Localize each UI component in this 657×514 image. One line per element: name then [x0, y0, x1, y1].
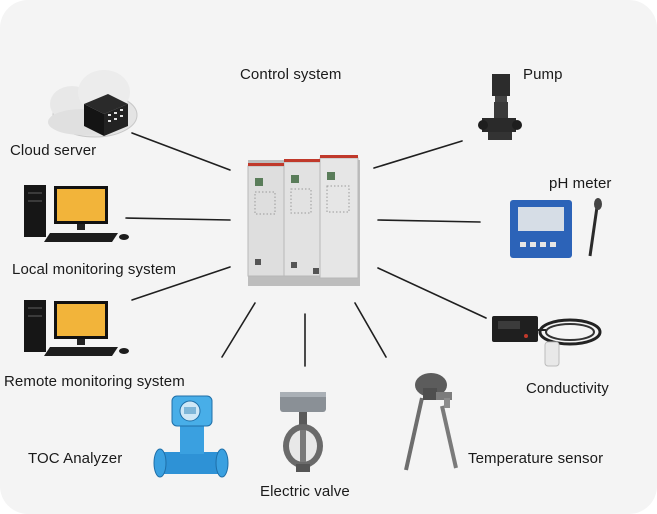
control-cabinet-icon [247, 155, 360, 286]
temperature-probe-icon [404, 373, 458, 471]
node-label-remote-monitoring: Remote monitoring system [4, 373, 185, 390]
node-label-cloud-server: Cloud server [10, 142, 97, 159]
connector-toc-analyzer [221, 302, 256, 358]
connector-conductivity [377, 267, 487, 319]
node-label-temperature-sensor: Temperature sensor [468, 450, 604, 467]
hub-label-control-system: Control system [240, 66, 342, 83]
conductivity-sensor-icon [492, 316, 602, 367]
desktop-computer-icon [24, 300, 129, 356]
node-label-electric-valve: Electric valve [260, 483, 350, 500]
connector-remote-monitoring [131, 266, 231, 301]
connector-local-monitoring [125, 217, 231, 221]
connector-pump [373, 140, 463, 169]
node-label-conductivity: Conductivity [526, 380, 609, 397]
connector-cloud-server [131, 132, 231, 171]
connector-ph-meter [377, 219, 481, 223]
node-label-toc-analyzer: TOC Analyzer [28, 450, 123, 467]
node-label-ph-meter: pH meter [549, 175, 612, 192]
cloud-server-icon [48, 70, 138, 138]
node-label-local-monitoring: Local monitoring system [12, 261, 177, 278]
butterfly-valve-icon [280, 392, 326, 472]
ph-meter-icon [510, 198, 602, 258]
vertical-pump-icon [478, 74, 522, 140]
node-label-pump: Pump [523, 66, 563, 83]
connector-temperature-sensor [354, 302, 387, 358]
desktop-computer-icon [24, 185, 129, 242]
flow-meter-icon [153, 395, 229, 478]
